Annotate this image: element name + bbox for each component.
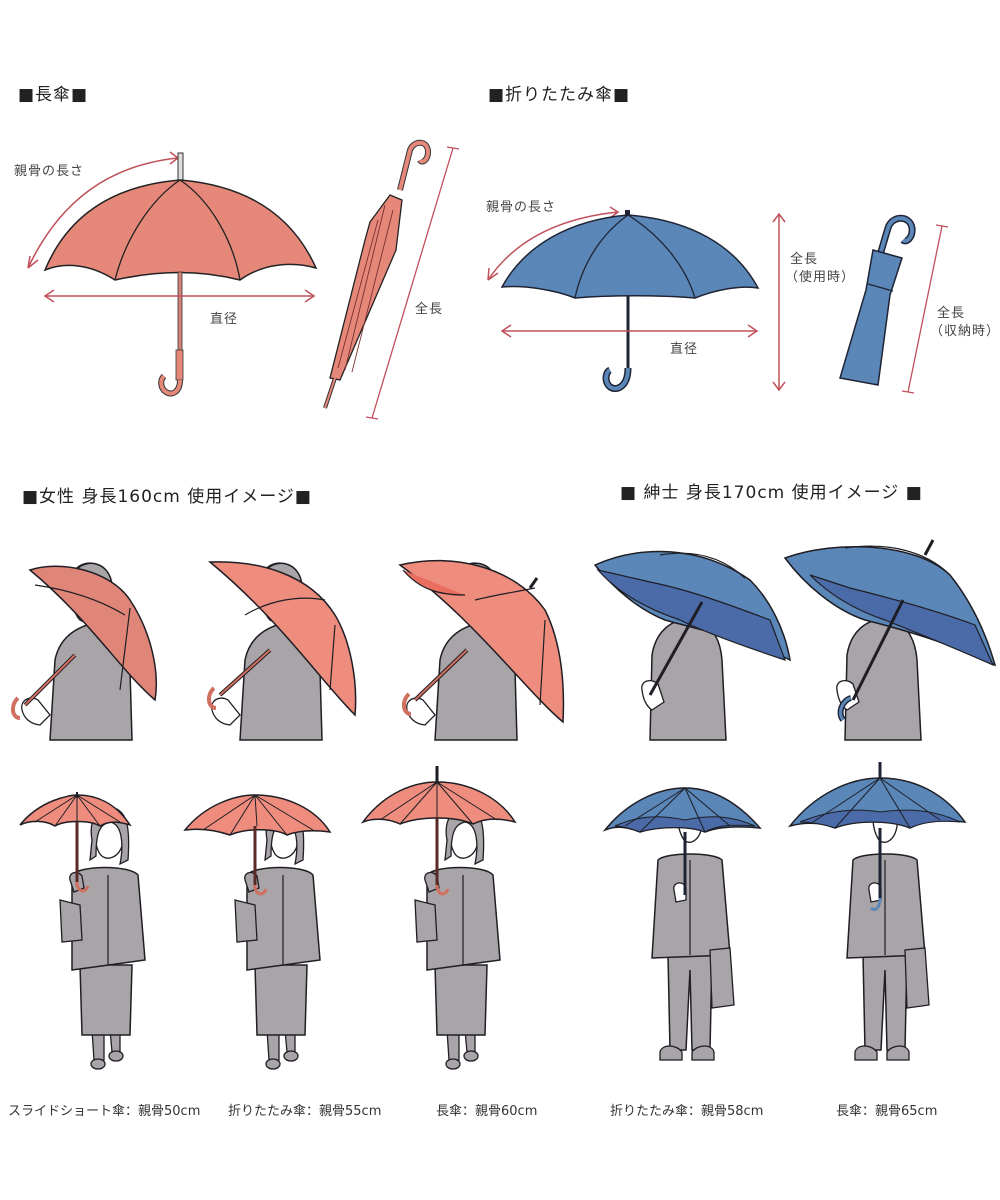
women-figure-3-caption: 長傘：親骨60cm: [436, 1104, 538, 1119]
long-rib-length-label: 親骨の長さ: [14, 164, 85, 179]
men-side-view-illustrations: [593, 539, 997, 741]
folding-total-stored-label: 全長: [937, 306, 966, 321]
men-figure-2-caption: 長傘：親骨65cm: [836, 1104, 938, 1119]
men-front-view-illustrations: [602, 762, 967, 1061]
long-diameter-label: 直径: [210, 312, 239, 327]
women-side-view-illustrations: [11, 559, 565, 741]
women-figure-1-caption: スライドショート傘：親骨50cm: [8, 1104, 201, 1119]
long-umbrella-title: ■長傘■: [18, 85, 89, 105]
long-umbrella-open-illustration: [27, 139, 460, 420]
folding-total-in-use-label: 全長: [790, 252, 819, 267]
men-usage-title: ■ 紳士 身長170cm 使用イメージ ■: [620, 483, 923, 503]
folding-total-in-use-sub: （使用時）: [785, 270, 856, 285]
folding-rib-length-label: 親骨の長さ: [486, 200, 557, 215]
folding-umbrella-open-illustration: [487, 206, 949, 394]
women-front-view-illustrations: [19, 766, 517, 1070]
women-usage-title: ■女性 身長160cm 使用イメージ■: [22, 487, 312, 507]
folding-total-stored-sub: （収納時）: [930, 324, 1000, 339]
men-figure-1-caption: 折りたたみ傘：親骨58cm: [610, 1104, 764, 1119]
women-figure-2-caption: 折りたたみ傘：親骨55cm: [228, 1104, 382, 1119]
long-umbrella-closed-illustration: [323, 139, 460, 420]
long-total-length-label: 全長: [415, 302, 444, 317]
folding-umbrella-title: ■折りたたみ傘■: [488, 85, 631, 105]
folding-diameter-label: 直径: [670, 342, 699, 357]
folding-umbrella-closed-illustration: [839, 214, 949, 394]
